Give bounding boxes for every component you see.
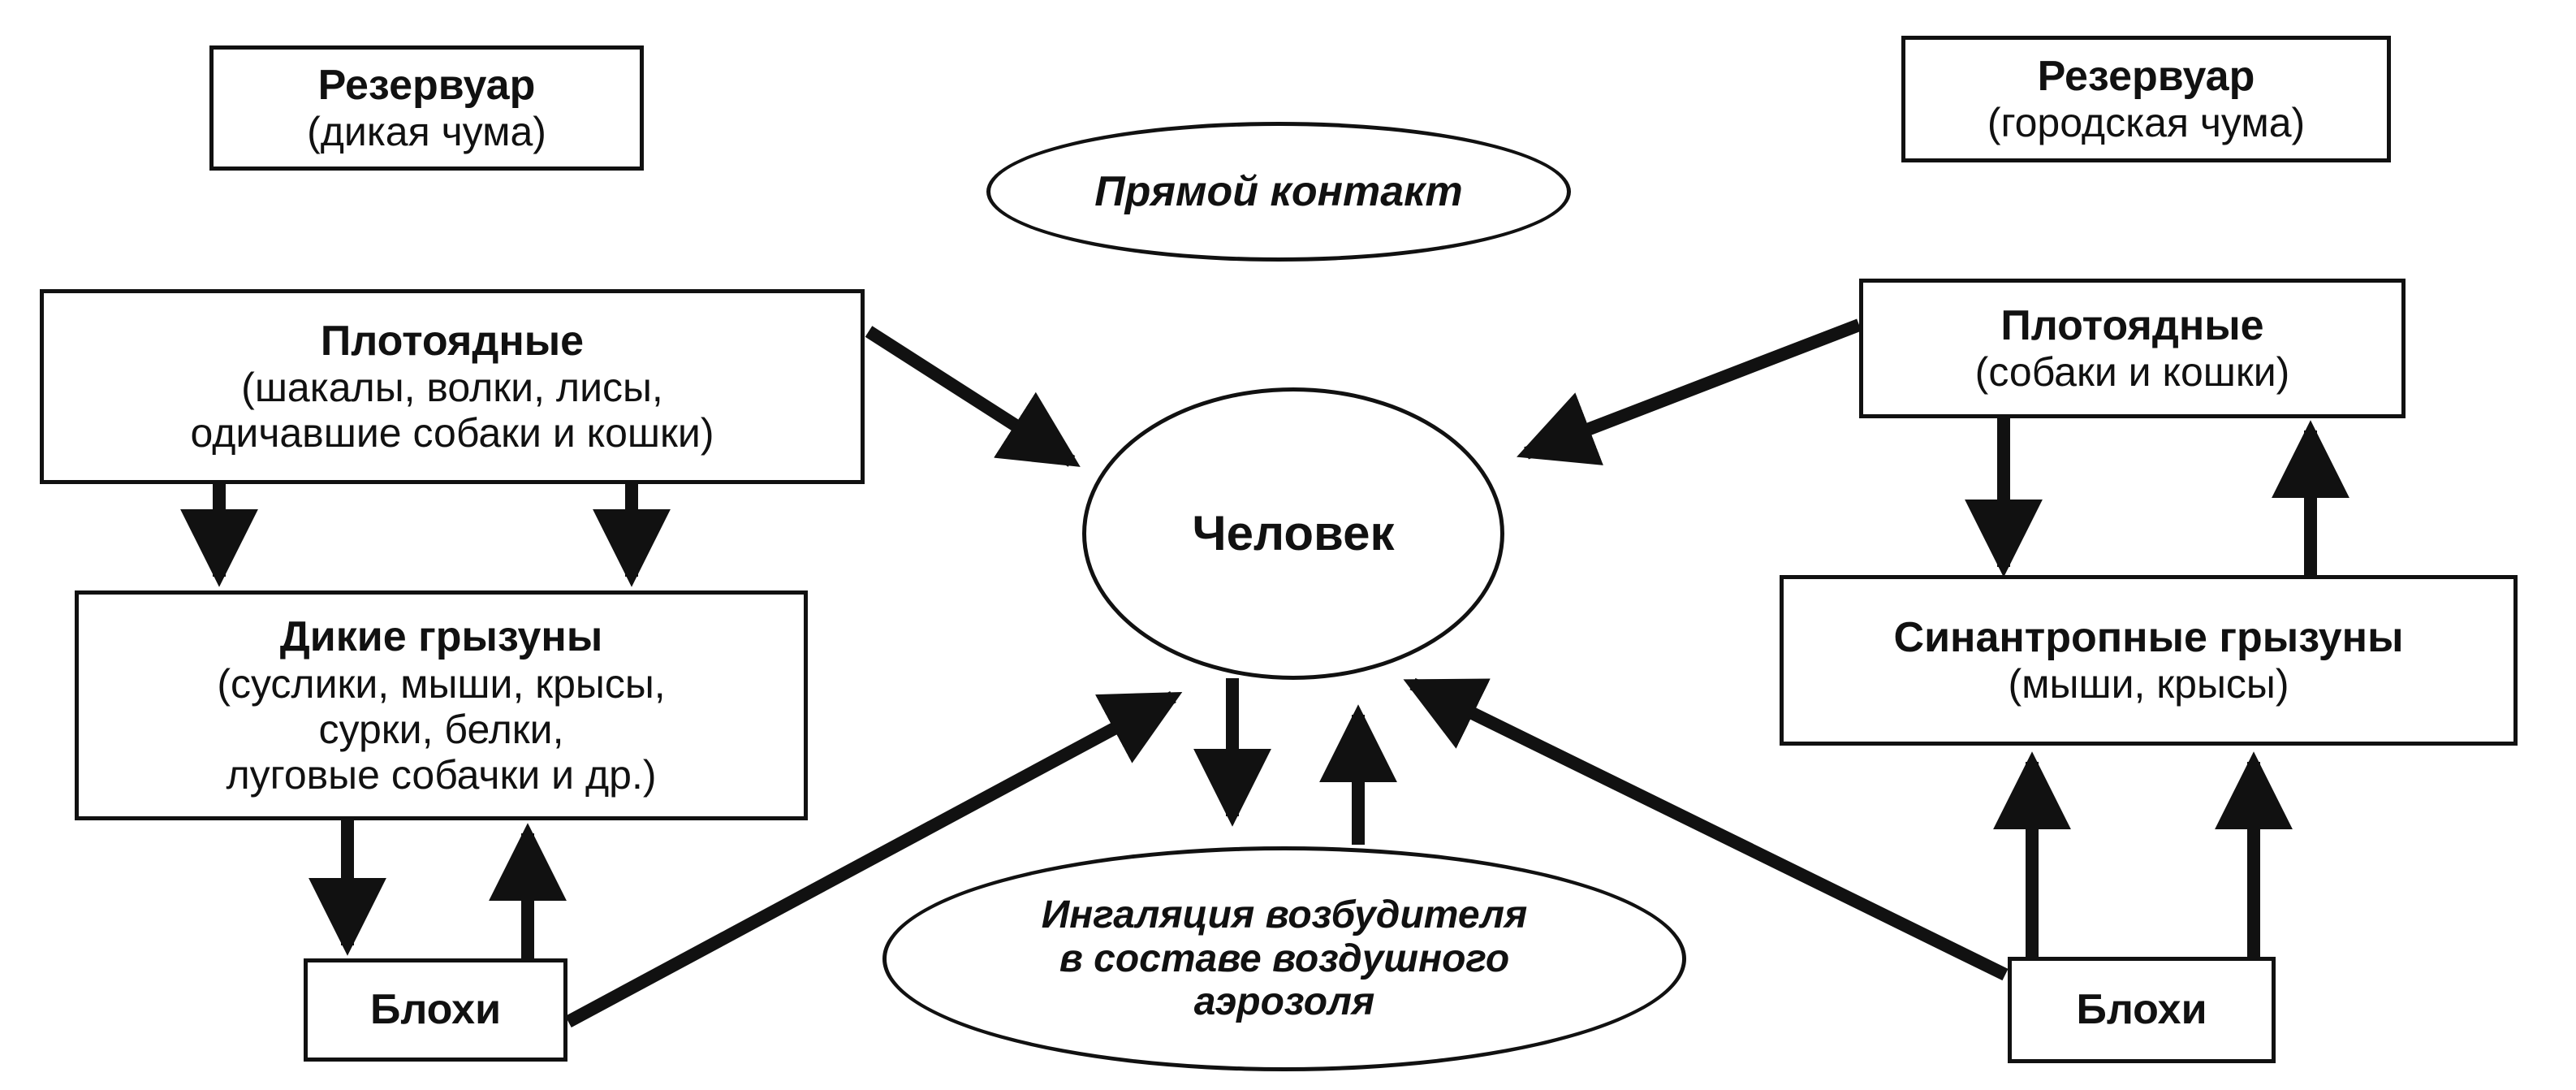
left-carnivores-line-1: (шакалы, волки, лисы,	[241, 365, 663, 411]
wild-rodents-line-2: сурки, белки,	[318, 706, 564, 752]
arrow-right-fleas-to-human	[1403, 677, 2009, 981]
direct-contact-label: Прямой контакт	[1094, 167, 1463, 215]
left-carnivores-line-2: одичавшие собаки и кошки)	[190, 410, 714, 456]
left-fleas-label: Блохи	[369, 986, 502, 1034]
wild-rodents-line-1: (суслики, мыши, крысы,	[217, 660, 666, 707]
right-carnivores-line-1: (собаки и кошки)	[1974, 349, 2290, 396]
right-fleas-box: Блохи	[2008, 957, 2276, 1063]
right-reservoir-subtitle: (городская чума)	[1987, 100, 2306, 146]
wild-rodents-box: Дикие грызуны (суслики, мыши, крысы, сур…	[75, 590, 808, 820]
right-carnivores-box: Плотоядные (собаки и кошки)	[1859, 279, 2406, 418]
wild-rodents-title: Дикие грызуны	[279, 613, 603, 661]
arrow-right-carnivores-to-human	[1517, 318, 1862, 465]
human-label: Человек	[1192, 506, 1395, 561]
synanthropic-rodents-title: Синантропные грызуны	[1893, 613, 2404, 661]
left-fleas-box: Блохи	[304, 958, 567, 1062]
inhalation-line-1: Ингаляция возбудителя	[1041, 893, 1528, 936]
right-carnivores-title: Плотоядные	[2000, 301, 2264, 349]
left-reservoir-title: Резервуар	[317, 61, 536, 109]
inhalation-line-2: в составе воздушного	[1059, 936, 1510, 980]
left-reservoir-subtitle: (дикая чума)	[307, 109, 546, 155]
synanthropic-rodents-box: Синантропные грызуны (мыши, крысы)	[1780, 575, 2518, 746]
arrow-left-carnivores-to-human	[865, 326, 1081, 467]
synanthropic-rodents-line-1: (мыши, крысы)	[2008, 661, 2289, 707]
inhalation-line-3: аэрозоля	[1193, 980, 1375, 1024]
left-carnivores-box: Плотоядные (шакалы, волки, лисы, одичавш…	[40, 289, 865, 484]
right-fleas-label: Блохи	[2076, 986, 2207, 1034]
wild-rodents-line-3: луговые собачки и др.)	[226, 751, 657, 798]
right-reservoir-box: Резервуар (городская чума)	[1901, 36, 2391, 162]
direct-contact-ellipse: Прямой контакт	[986, 122, 1571, 262]
left-reservoir-box: Резервуар (дикая чума)	[209, 45, 644, 171]
arrow-left-fleas-to-human	[565, 690, 1183, 1028]
left-carnivores-title: Плотоядные	[320, 317, 585, 365]
inhalation-ellipse: Ингаляция возбудителя в составе воздушно…	[882, 846, 1686, 1071]
right-reservoir-title: Резервуар	[2037, 52, 2255, 100]
human-circle: Человек	[1082, 387, 1504, 680]
